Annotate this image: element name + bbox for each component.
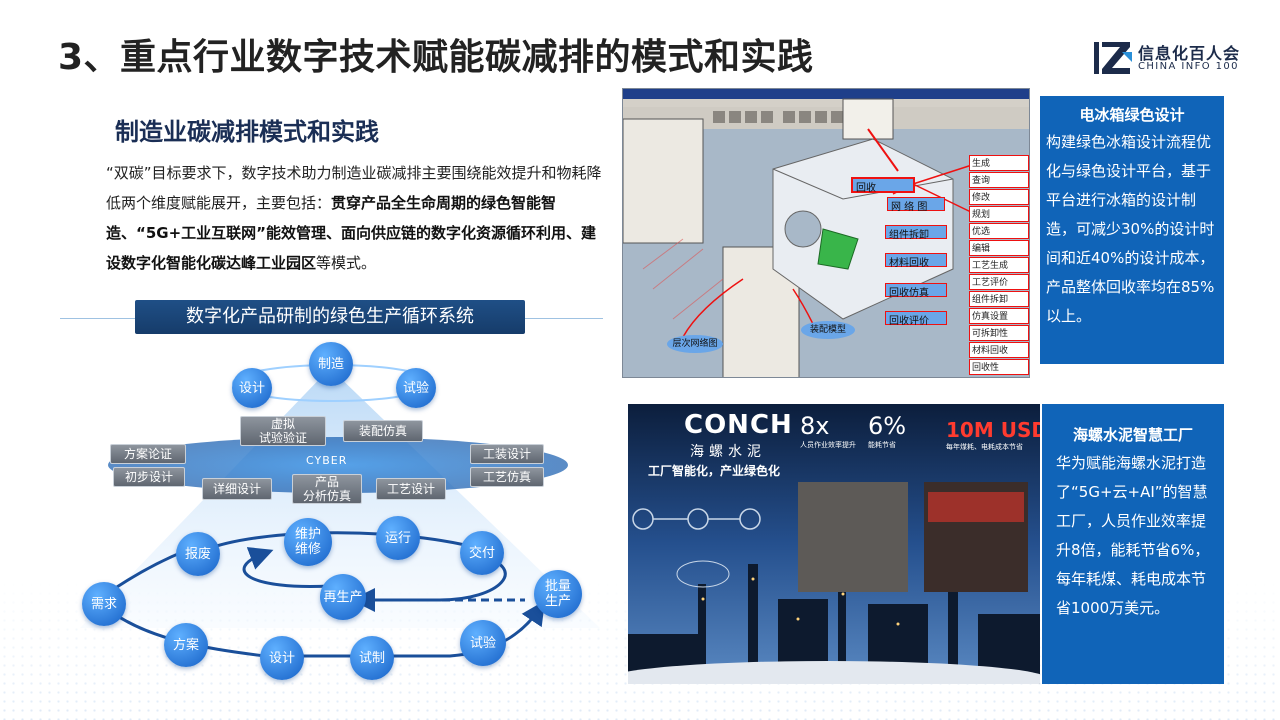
logo-mark-icon xyxy=(1094,42,1132,74)
stat-cost: 10M USD 每年煤耗、电耗成本节省 xyxy=(946,418,1040,452)
conch-info-box: 海螺水泥智慧工厂 华为赋能海螺水泥打造了“5G+云+AI”的智慧工厂，人员作业效… xyxy=(1042,404,1224,684)
node-operate: 运行 xyxy=(376,516,420,560)
fridge-info-box: 电冰箱绿色设计 构建绿色冰箱设计流程优化与绿色设计平台，基于平台进行冰箱的设计制… xyxy=(1040,96,1224,364)
green-production-diagram: 制造 设计 试验 CYBER 虚拟 试验验证 装配仿真 方案论证 初步设计 详细… xyxy=(60,338,620,683)
intro-text-1: “双碳”目标要求下，数字技术助力制造业碳减排主要围绕能效提升和物耗降低两个维度赋… xyxy=(106,164,602,212)
menu-label: 生成 xyxy=(969,155,1029,171)
box-product-sim: 产品 分析仿真 xyxy=(292,474,362,504)
node-trial: 试制 xyxy=(350,636,394,680)
node-test: 试验 xyxy=(460,620,506,666)
intro-text-2: 等模式。 xyxy=(316,254,377,272)
fridge-design-software-screenshot: 回收 网 络 图 组件拆卸 材料回收 回收仿真 回收评价 生成 查询 修改 规划… xyxy=(622,88,1030,378)
logo-chinese: 信息化百人会 xyxy=(1138,44,1241,63)
fridge-text: 构建绿色冰箱设计流程优化与绿色设计平台，基于平台进行冰箱的设计制造，可减少30%… xyxy=(1046,133,1215,325)
diagram-graphics xyxy=(80,364,600,658)
divider-right xyxy=(525,318,603,319)
flow-disassembly: 组件拆卸 xyxy=(885,225,947,241)
menu-label: 仿真设置 xyxy=(969,308,1029,324)
page-title: 3、重点行业数字技术赋能碳减排的模式和实践 xyxy=(58,37,814,78)
box-tooling-design: 工装设计 xyxy=(470,444,544,464)
callout-hierarchy-network: 层次网络图 xyxy=(667,335,723,353)
system-title: 数字化产品研制的绿色生产循环系统 xyxy=(135,300,525,334)
logo-english: CHINA INFO 100 xyxy=(1138,61,1239,72)
box-assembly-sim: 装配仿真 xyxy=(343,420,423,442)
conch-brand-cn: 海螺水泥 xyxy=(690,444,766,460)
logo: 信息化百人会 CHINA INFO 100 xyxy=(1094,38,1254,78)
stat-energy: 6% 能耗节省 xyxy=(868,412,928,450)
menu-label: 可拆卸性 xyxy=(969,325,1029,341)
cycle-arc-top xyxy=(204,531,494,558)
box-virtual-test: 虚拟 试验验证 xyxy=(240,416,326,446)
stat-efficiency-label: 人员作业效率提升 xyxy=(800,441,856,449)
node-test-top: 试验 xyxy=(396,368,436,408)
node-design: 设计 xyxy=(260,636,304,680)
plant-graphic xyxy=(628,404,1040,684)
box-process-sim: 工艺仿真 xyxy=(470,467,544,487)
conch-text: 华为赋能海螺水泥打造了“5G+云+AI”的智慧工厂，人员作业效率提升8倍，能耗节… xyxy=(1056,454,1210,617)
stat-efficiency: 8x 人员作业效率提升 xyxy=(800,412,860,450)
node-delivery: 交付 xyxy=(460,531,504,575)
menu-label: 查询 xyxy=(969,172,1029,188)
conch-heading: 海螺水泥智慧工厂 xyxy=(1072,426,1193,444)
node-scheme: 方案 xyxy=(164,623,208,667)
menu-label: 优选 xyxy=(969,223,1029,239)
menu-label: 修改 xyxy=(969,189,1029,205)
menu-label: 组件拆卸 xyxy=(969,291,1029,307)
flow-recycle-sim: 回收仿真 xyxy=(885,283,947,299)
cycle-arc-left xyxy=(242,547,331,589)
flow-recycle: 回收 xyxy=(851,177,915,194)
node-manufacture: 制造 xyxy=(309,342,353,386)
stat-energy-value: 6% xyxy=(868,412,907,440)
menu-label: 规划 xyxy=(969,206,1029,222)
node-scrap: 报废 xyxy=(176,532,220,576)
menu-label: 工艺评价 xyxy=(969,274,1029,290)
stat-cost-label: 每年煤耗、电耗成本节省 xyxy=(946,443,1023,451)
node-maintenance: 维护 维修 xyxy=(284,518,332,566)
node-mass-production: 批量 生产 xyxy=(534,570,582,618)
box-prelim-design: 初步设计 xyxy=(113,467,185,487)
node-requirement: 需求 xyxy=(82,582,126,626)
stat-cost-value: 10M USD xyxy=(946,418,1040,442)
section-subtitle: 制造业碳减排模式和实践 xyxy=(115,118,379,146)
flow-recycle-eval: 回收评价 xyxy=(885,311,947,327)
conch-plant-image: CONCH 海螺水泥 工厂智能化，产业绿色化 8x 人员作业效率提升 6% 能耗… xyxy=(628,404,1040,684)
menu-label: 材料回收 xyxy=(969,342,1029,358)
stat-efficiency-value: 8x xyxy=(800,412,830,440)
flow-network: 网 络 图 xyxy=(887,197,945,213)
menu-labels: 生成 查询 修改 规划 优选 编辑 工艺生成 工艺评价 组件拆卸 仿真设置 可拆… xyxy=(969,155,1029,375)
flow-material-recycle: 材料回收 xyxy=(885,253,947,269)
box-detail-design: 详细设计 xyxy=(202,478,272,500)
callout-assembly-model: 装配模型 xyxy=(801,321,855,339)
menu-label: 回收性 xyxy=(969,359,1029,375)
box-scheme-demo: 方案论证 xyxy=(110,444,186,464)
intro-paragraph: “双碳”目标要求下，数字技术助力制造业碳减排主要围绕能效提升和物耗降低两个维度赋… xyxy=(106,158,602,278)
conch-brand: CONCH xyxy=(684,410,793,440)
node-design-top: 设计 xyxy=(232,368,272,408)
divider-left xyxy=(60,318,136,319)
node-reproduction: 再生产 xyxy=(320,574,366,620)
stat-energy-label: 能耗节省 xyxy=(868,441,896,449)
fridge-heading: 电冰箱绿色设计 xyxy=(1079,106,1185,124)
cyber-label: CYBER xyxy=(306,454,348,467)
box-process-design: 工艺设计 xyxy=(376,478,446,500)
plant-slogan: 工厂智能化，产业绿色化 xyxy=(648,464,781,478)
menu-label: 编辑 xyxy=(969,240,1029,256)
menu-label: 工艺生成 xyxy=(969,257,1029,273)
intro-bold: 贯穿产品全生命周期的绿色智能智造、“5G+工业互联网”能效管理、面向供应链的数字… xyxy=(106,194,597,272)
